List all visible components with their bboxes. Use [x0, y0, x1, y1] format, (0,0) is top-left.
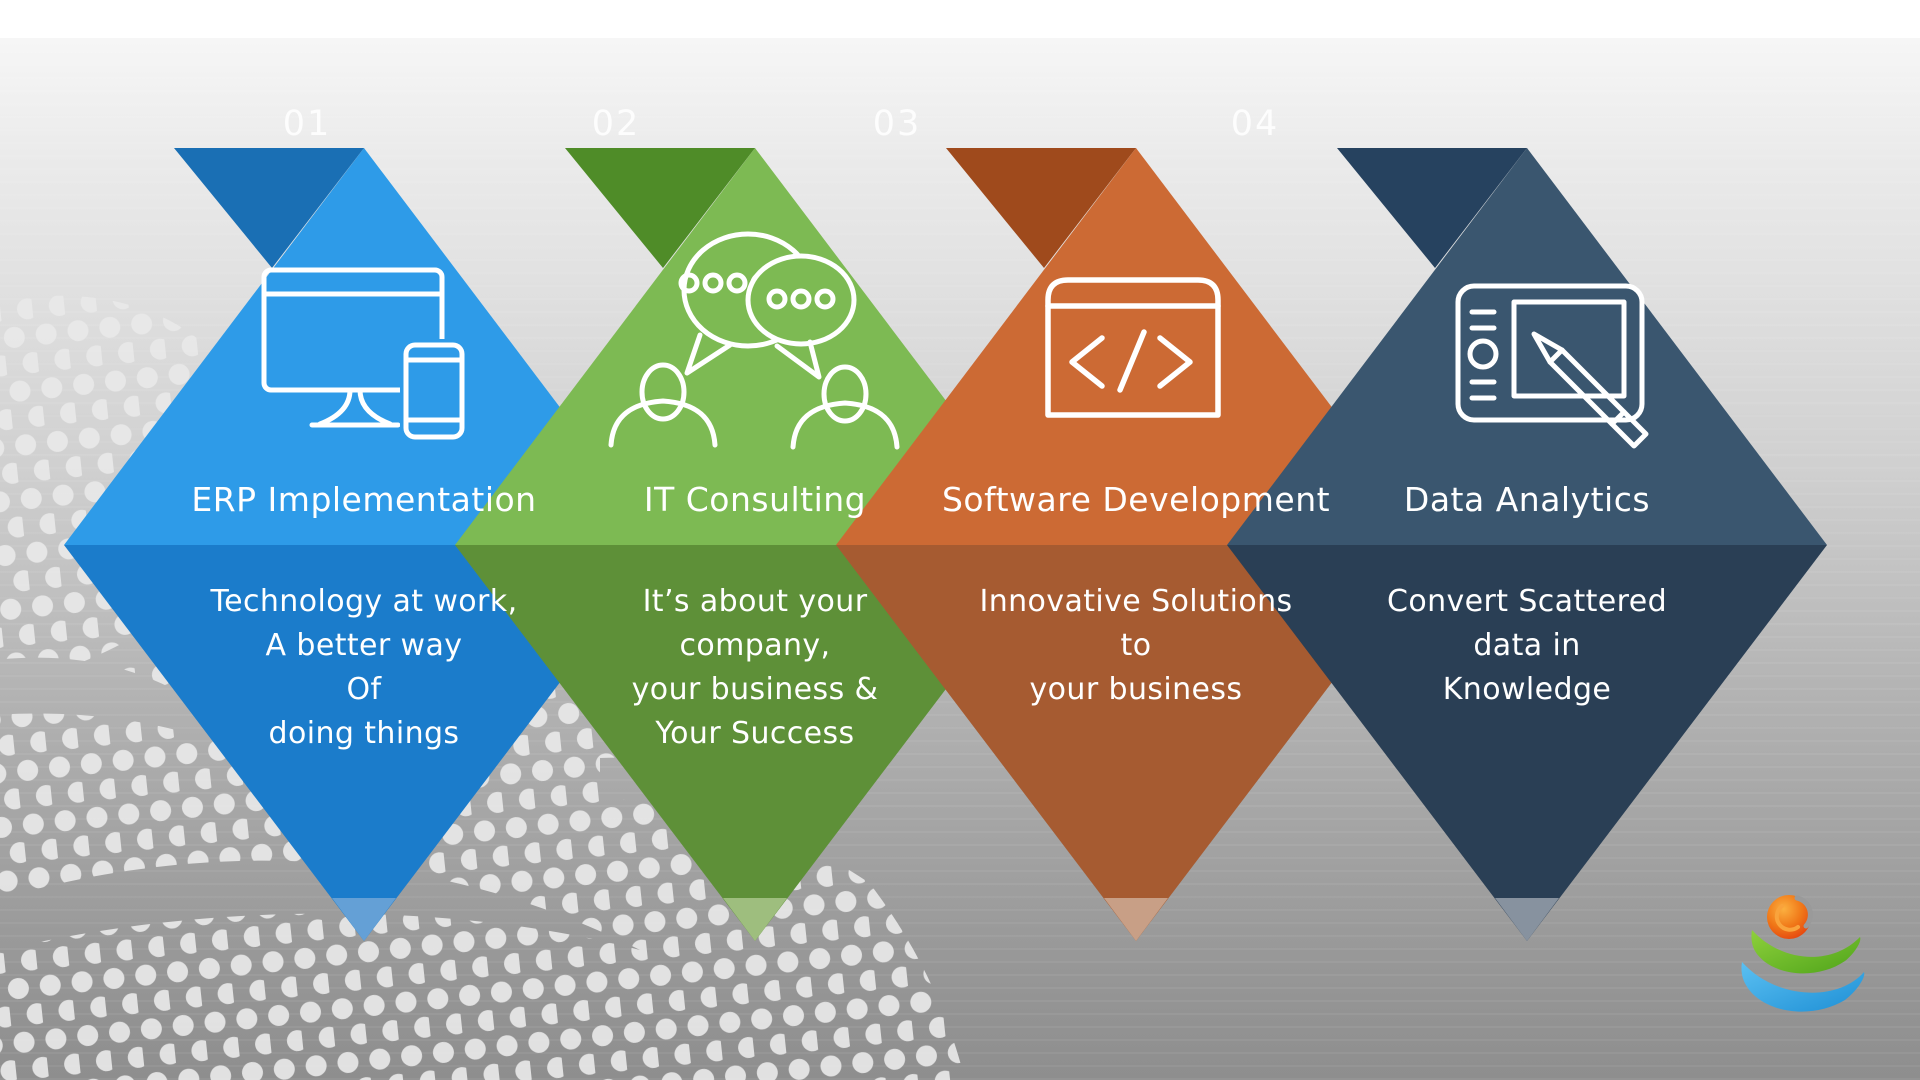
- step-number-03: 03: [872, 104, 922, 144]
- logo-green-swoosh: [1751, 930, 1861, 974]
- company-logo: [1741, 895, 1865, 1012]
- description-line: Knowledge: [1442, 672, 1612, 707]
- diamond-tip: [1495, 898, 1559, 941]
- description-line: Your Success: [655, 716, 855, 751]
- description-line: Of: [346, 672, 382, 707]
- description-line: company,: [679, 628, 831, 663]
- diamond-bottom-facet: [455, 545, 1055, 941]
- title-it-consulting: IT Consulting: [643, 480, 867, 519]
- diamond-tip: [1104, 898, 1168, 941]
- description-line: your business &: [631, 672, 879, 707]
- phone-backplate: [400, 339, 468, 443]
- diamond-top-facet: [64, 148, 664, 545]
- step-number-01: 01: [282, 104, 332, 144]
- title-erp-implementation: ERP Implementation: [191, 480, 537, 519]
- description-line: Innovative Solutions: [979, 584, 1293, 619]
- description-data-analytics: Convert Scattered data in Knowledge: [1327, 580, 1727, 712]
- diamond-fold: [174, 148, 364, 268]
- title-data-analytics: Data Analytics: [1403, 480, 1651, 519]
- diamond-software-development: [836, 148, 1436, 941]
- consulting-people-chat-icon: [608, 231, 900, 450]
- description-line: doing things: [268, 716, 460, 751]
- description-it-consulting: It’s about your company, your business &…: [555, 580, 955, 756]
- description-line: data in: [1473, 628, 1581, 663]
- diamond-fold: [565, 148, 755, 268]
- diamond-top-facet: [1227, 148, 1827, 545]
- step-number-02: 02: [591, 104, 641, 144]
- graphics-tablet-pen-icon: [1455, 283, 1649, 449]
- diamond-tip: [723, 898, 787, 941]
- description-line: to: [1120, 628, 1152, 663]
- description-line: A better way: [265, 628, 463, 663]
- diamond-tip: [332, 898, 396, 941]
- diamond-data-analytics: [1227, 148, 1827, 941]
- description-line: your business: [1029, 672, 1243, 707]
- description-software-development: Innovative Solutions to your business: [936, 580, 1336, 712]
- diamond-bottom-facet: [836, 545, 1436, 941]
- title-software-development: Software Development: [941, 480, 1331, 519]
- logo-swirl-gap: [1794, 895, 1813, 929]
- description-line: It’s about your: [642, 584, 868, 619]
- description-line: Convert Scattered: [1386, 584, 1668, 619]
- description-erp-implementation: Technology at work, A better way Of doin…: [164, 580, 564, 756]
- logo-orange-ball: [1767, 895, 1811, 939]
- desktop-and-phone-icon: [261, 267, 468, 443]
- logo-blue-swoosh: [1741, 962, 1865, 1012]
- speech-bubble-fill: [745, 253, 857, 347]
- diamond-fold: [946, 148, 1136, 268]
- logo-swirl-highlight: [1774, 904, 1800, 932]
- code-window-icon: [1045, 277, 1221, 418]
- diamond-bottom-facet: [1227, 545, 1827, 941]
- diamond-erp-implementation: [64, 148, 664, 941]
- diamond-it-consulting: [455, 148, 1055, 941]
- description-line: Technology at work,: [210, 584, 518, 619]
- diamond-fold: [1337, 148, 1527, 268]
- step-number-04: 04: [1230, 104, 1280, 144]
- diamond-bottom-facet: [64, 545, 664, 941]
